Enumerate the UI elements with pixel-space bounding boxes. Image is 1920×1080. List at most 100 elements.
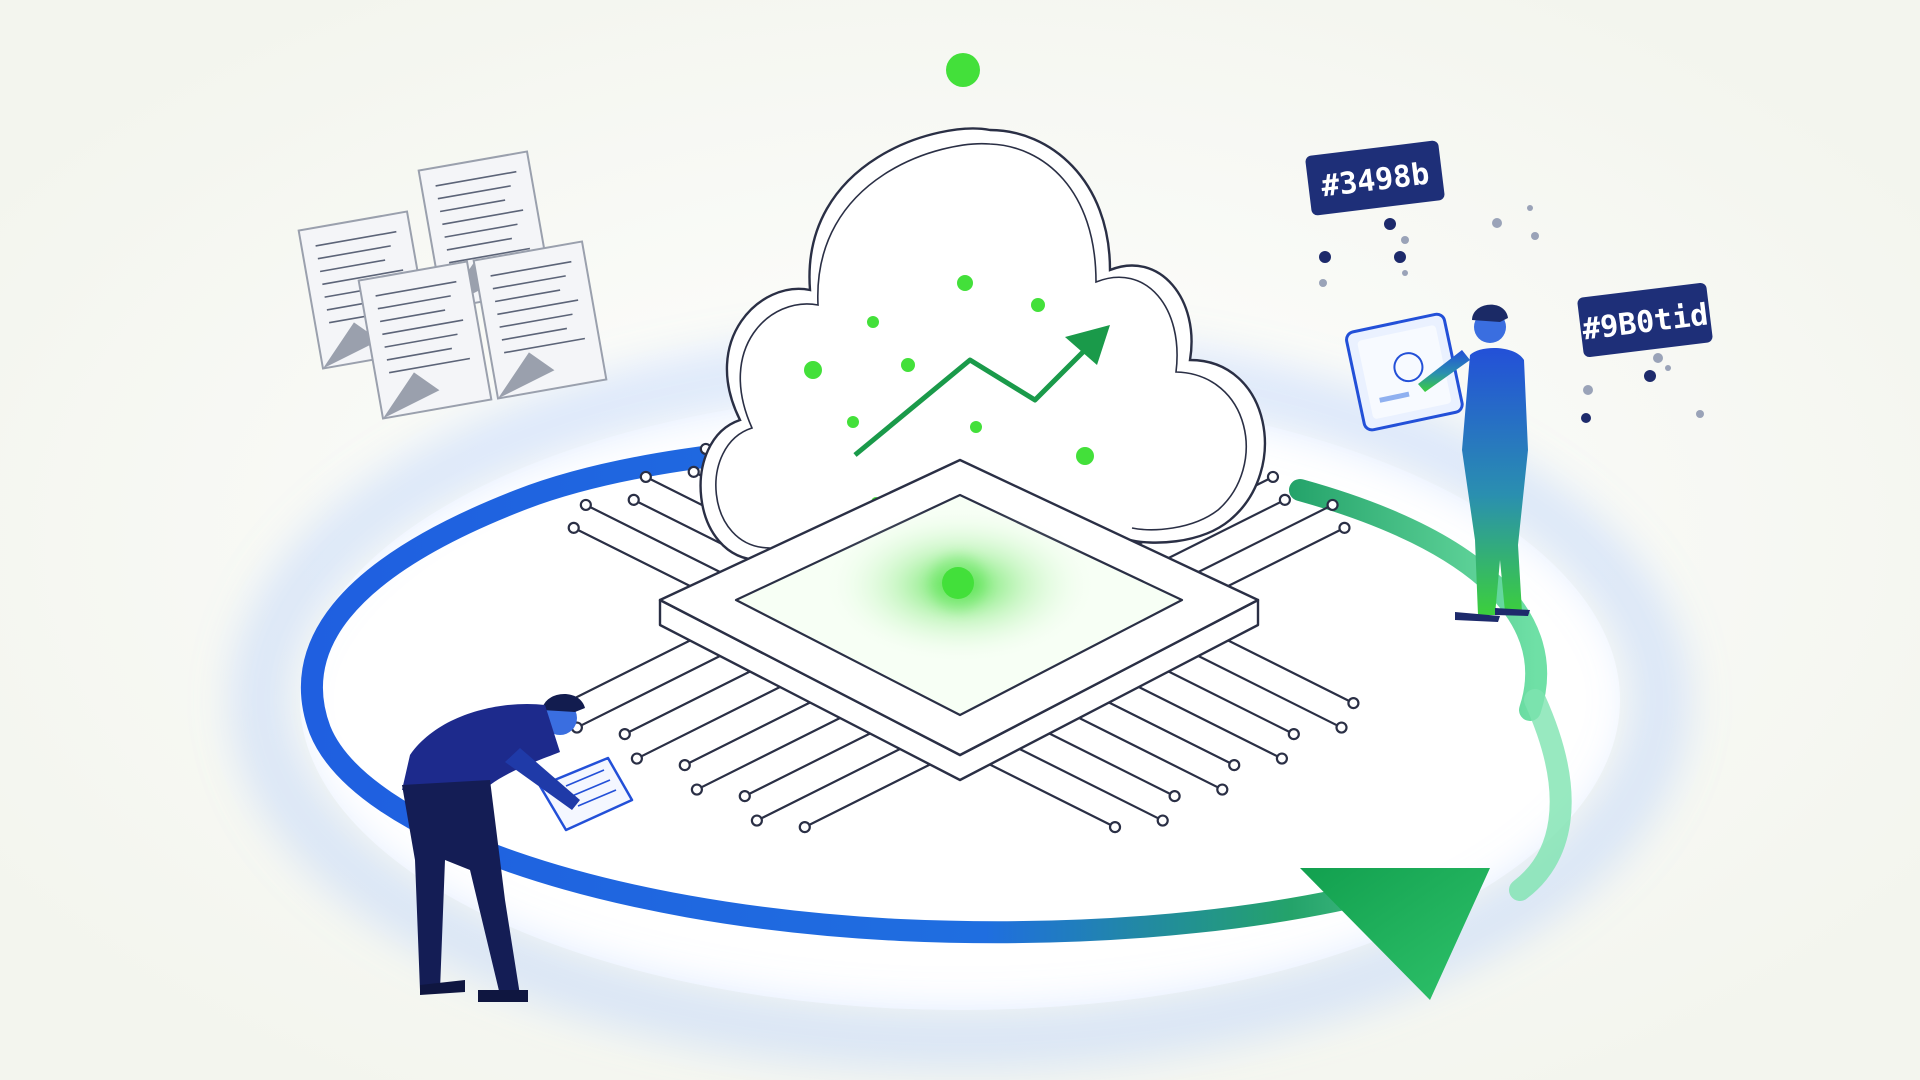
data-dot: [1319, 251, 1331, 263]
tag-left-bg: [1305, 140, 1445, 216]
person-standing-body: [1462, 348, 1528, 615]
trend-up-arrow-icon: [853, 325, 1110, 457]
chip-pin-terminal: [1216, 783, 1229, 796]
person-bending-arm: [505, 748, 580, 810]
person-bending-feet: [420, 980, 528, 1002]
chip-pin: [804, 763, 931, 829]
chip-core-light-halo: [930, 555, 986, 611]
chip-pin-terminal: [639, 470, 652, 484]
paper-line: [577, 789, 617, 807]
chip-pin-terminal: [1338, 521, 1351, 534]
data-dot: [1581, 413, 1591, 423]
document-text-line: [439, 199, 506, 213]
document-sheet: [357, 260, 493, 420]
chip-pin-terminal: [690, 783, 703, 796]
data-dot: [1384, 218, 1396, 230]
chip-pin: [1227, 639, 1354, 705]
particle: [847, 416, 859, 428]
chip-pin: [1168, 670, 1295, 736]
data-dot: [1401, 236, 1409, 244]
chip-pin: [989, 763, 1116, 829]
chip-pin: [636, 686, 781, 760]
document-text-line: [386, 347, 453, 361]
chip-pin-terminal: [798, 821, 811, 834]
chip-pin-terminal: [750, 814, 763, 827]
particles: [804, 53, 1094, 507]
data-dot: [1319, 279, 1327, 287]
person-bending-legs: [402, 780, 520, 995]
chip-pin-terminal: [1266, 470, 1280, 484]
chip-pin-terminal: [618, 728, 631, 741]
chip-pin-terminal: [687, 465, 700, 478]
trend-line: [853, 343, 1092, 457]
processor-chip-icon: [658, 458, 1260, 782]
chip-pin: [1138, 686, 1283, 760]
document-text-line: [317, 245, 391, 260]
document-text-line: [315, 230, 397, 247]
chip-pin-terminal: [738, 790, 751, 803]
chip-pin: [744, 732, 871, 798]
particle: [957, 275, 973, 291]
cycle-ring-right: [1509, 689, 1572, 901]
document-text-line: [503, 337, 586, 354]
chip-pin-terminal: [1156, 814, 1169, 827]
data-dot: [1527, 205, 1533, 211]
chip-pin-terminal: [579, 498, 592, 512]
trend-arrowhead: [1065, 325, 1110, 365]
chip-pin-terminal: [678, 759, 691, 772]
chip-pin-terminal: [567, 521, 580, 534]
chip-pin-terminal: [1287, 728, 1300, 741]
person-bending: [402, 693, 634, 1002]
chip-pin: [1019, 748, 1164, 822]
chip-pin: [684, 701, 811, 767]
document-text-line: [492, 275, 566, 290]
person-bending-body: [402, 703, 560, 790]
document-fold-shadow: [382, 372, 440, 419]
particle: [970, 421, 982, 433]
chip-pin-terminal: [1326, 498, 1339, 512]
document-text-line: [446, 237, 513, 251]
particle: [1031, 298, 1045, 312]
chip-pin: [756, 748, 901, 822]
chip-pin-terminal: [630, 752, 643, 765]
document-text-line: [497, 299, 579, 316]
particle: [901, 358, 915, 372]
document-text-line: [319, 259, 386, 273]
chip-pin: [1197, 503, 1334, 573]
paper-held: [538, 756, 634, 832]
chip-pin-terminal: [1168, 790, 1181, 803]
chip-pin: [564, 639, 691, 705]
chip-pin: [576, 655, 721, 729]
tablet-screen: [1357, 325, 1452, 419]
chip-pin: [1168, 498, 1286, 559]
paper-line: [571, 779, 611, 797]
particle: [1076, 447, 1094, 465]
document-sheet: [472, 240, 608, 400]
cycle-arrowhead: [1300, 868, 1490, 1000]
document-text-line: [382, 319, 464, 336]
person-bending-hair: [542, 693, 585, 712]
chip-pin: [1078, 717, 1223, 791]
document-text-line: [379, 309, 446, 323]
chip-pin-terminal: [627, 493, 640, 506]
chip-pin-terminal: [1278, 493, 1291, 506]
chip-pin: [1048, 732, 1176, 798]
document-text-line: [494, 289, 561, 303]
tablet-bar: [1379, 391, 1410, 403]
tag-right-bg: [1577, 282, 1713, 358]
particle: [867, 316, 879, 328]
paper-line: [565, 769, 605, 787]
document-text-line: [442, 209, 524, 226]
document-fold-shadow: [322, 322, 380, 369]
data-dot: [1394, 251, 1406, 263]
document-text-line: [501, 327, 568, 341]
chip-pin: [696, 717, 841, 791]
document-text-line: [444, 223, 518, 238]
chip-pin: [1108, 701, 1235, 767]
person-standing: [1418, 304, 1530, 622]
particle: [946, 53, 980, 87]
person-standing-hair: [1472, 304, 1508, 322]
document-fold-shadow: [497, 352, 555, 399]
tag-left: #3498b: [1305, 140, 1445, 216]
